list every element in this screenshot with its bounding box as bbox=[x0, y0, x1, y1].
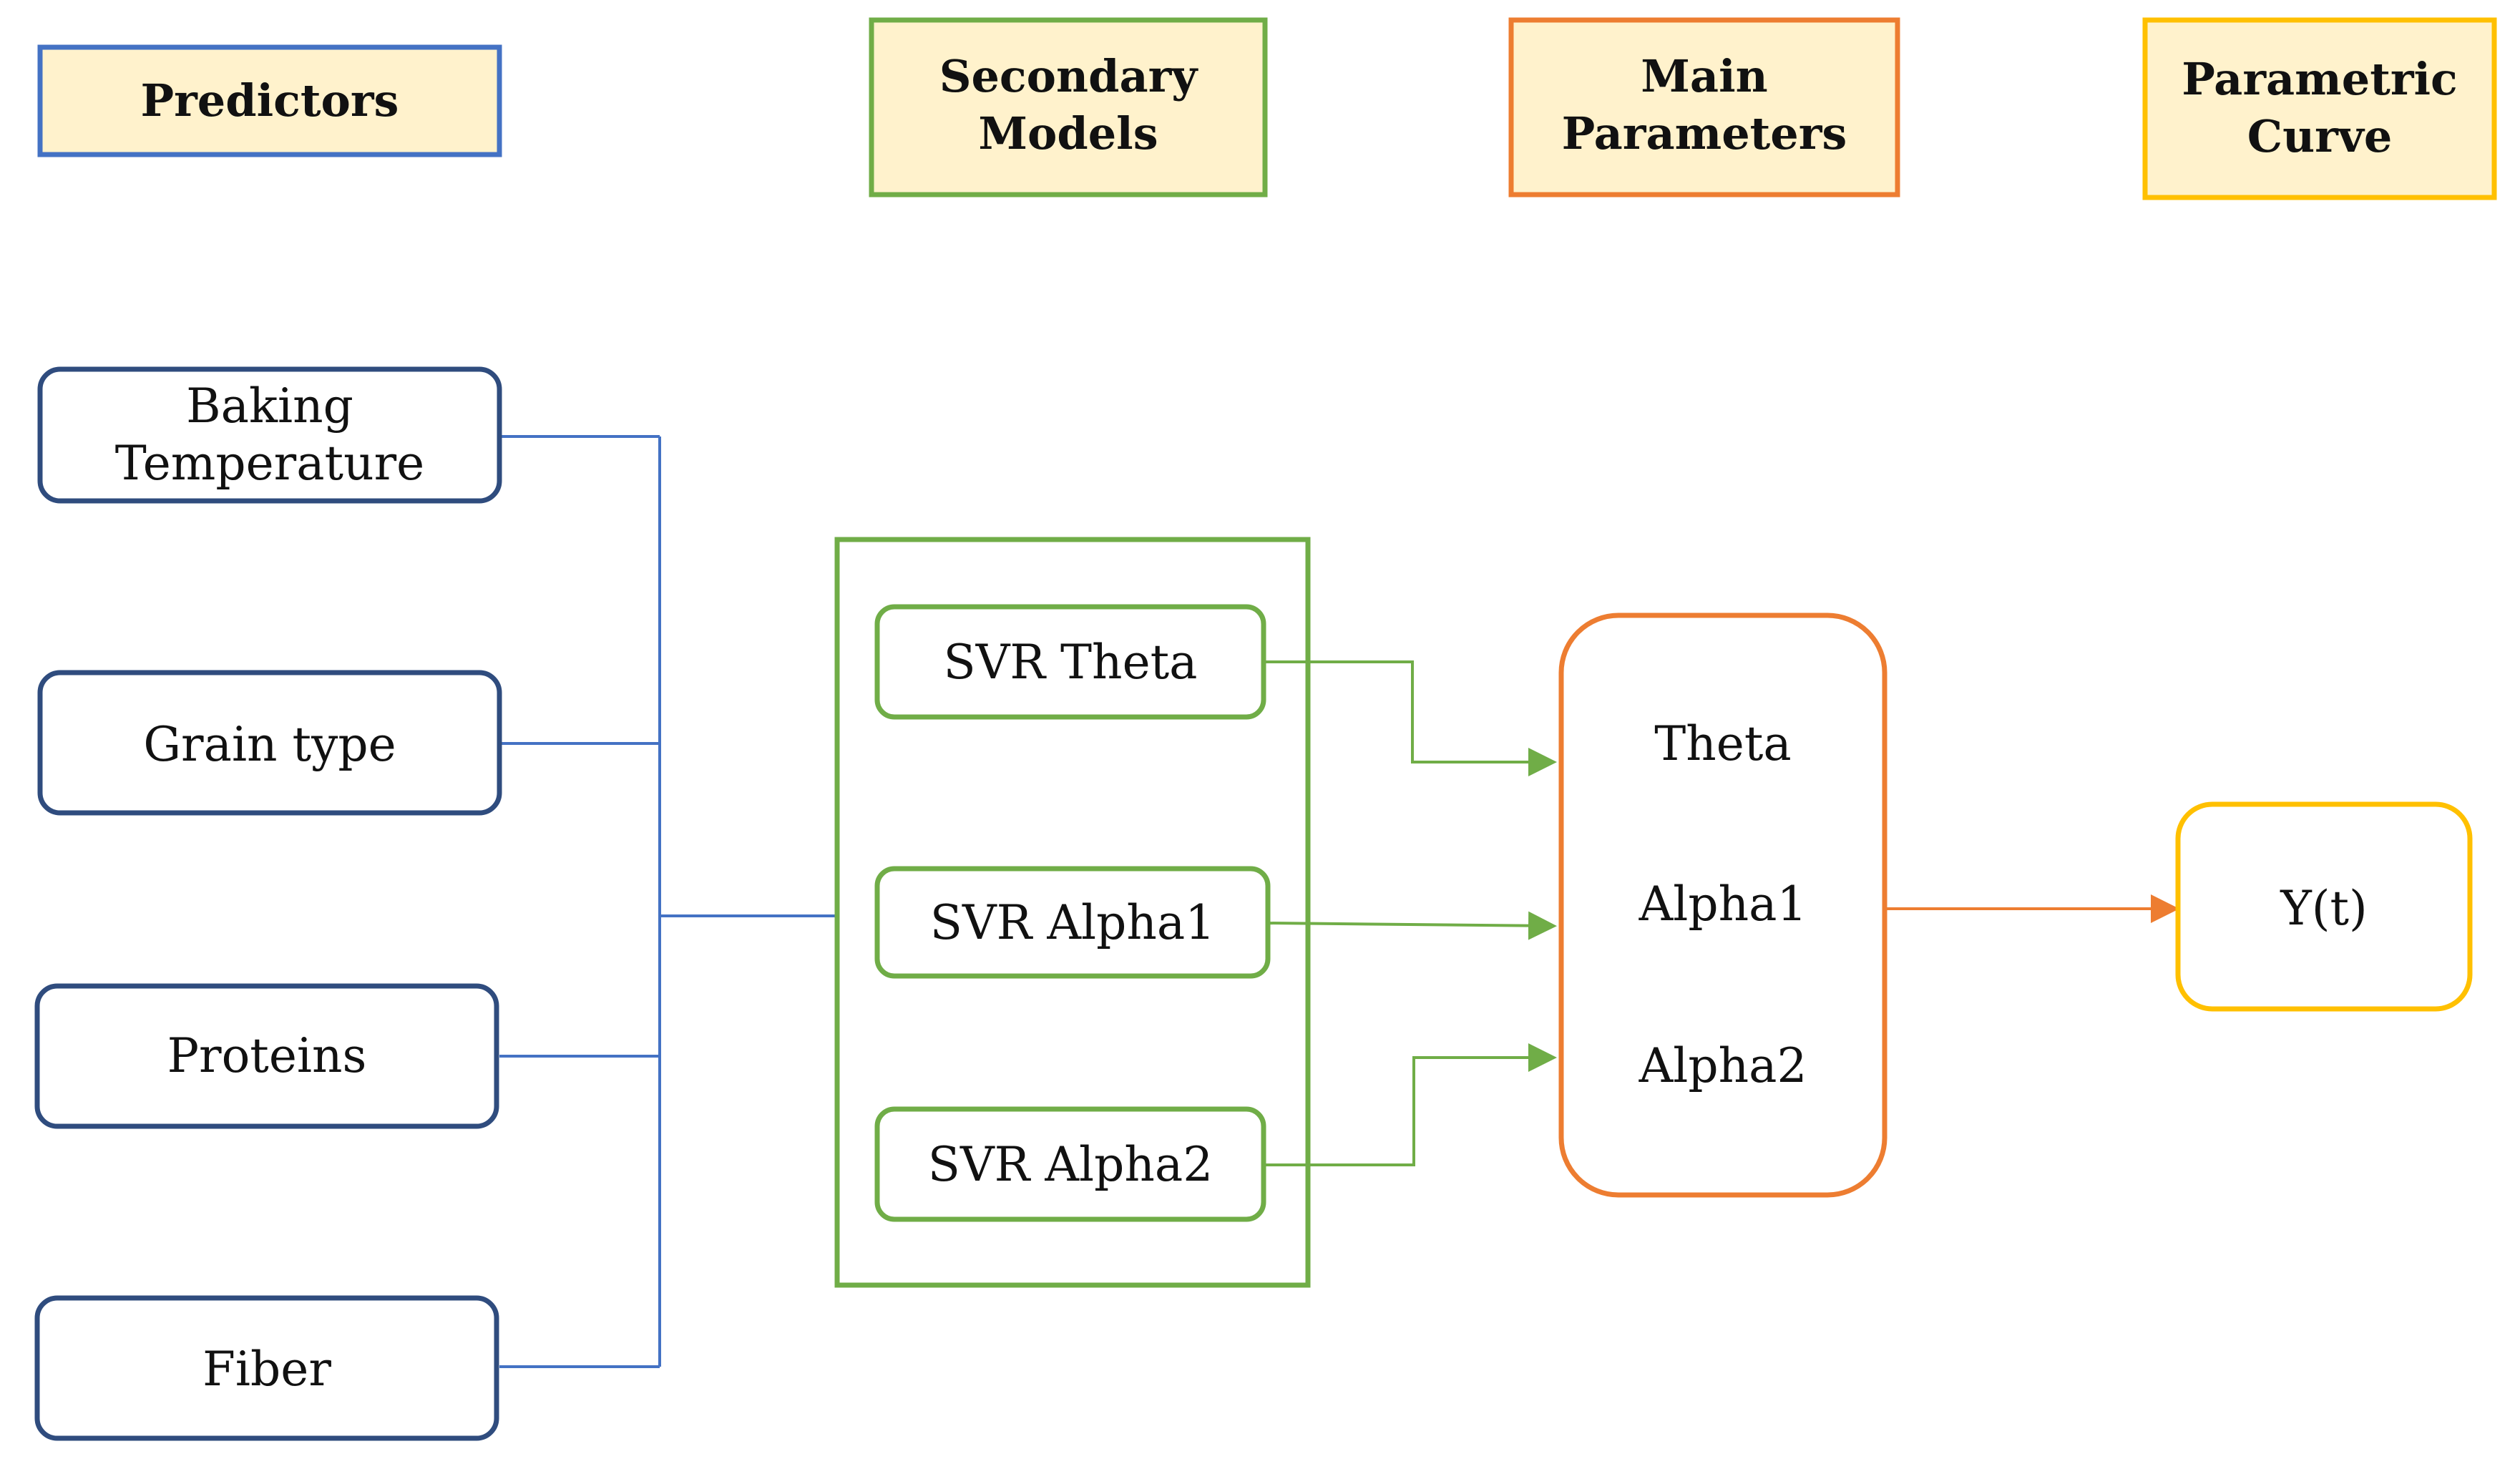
grain-type-label: Grain type bbox=[143, 717, 396, 772]
secondary-models-container bbox=[834, 537, 1311, 1288]
predictor-connectors bbox=[499, 435, 837, 1368]
model-svr-alpha2: SVR Alpha2 bbox=[874, 1106, 1266, 1222]
svr-alpha2-label: SVR Alpha2 bbox=[928, 1137, 1213, 1192]
header-curve-line1: Parametric bbox=[2182, 53, 2458, 105]
predictor-grain-type: Grain type bbox=[37, 670, 502, 816]
arrow-alpha2 bbox=[1264, 1043, 1557, 1166]
header-secondary-line2: Models bbox=[978, 107, 1158, 160]
parameter-theta-label: Theta bbox=[1654, 716, 1791, 771]
header-main-parameters: Main Parameters bbox=[1508, 17, 1900, 197]
arrow-theta bbox=[1264, 660, 1557, 776]
fiber-label: Fiber bbox=[202, 1342, 331, 1397]
parameter-alpha2-label: Alpha2 bbox=[1639, 1038, 1807, 1093]
model-svr-theta: SVR Theta bbox=[874, 604, 1266, 720]
svr-theta-label: SVR Theta bbox=[943, 635, 1197, 690]
header-main-line1: Main bbox=[1641, 50, 1767, 102]
main-parameters-box: Theta Alpha1 Alpha2 bbox=[1558, 613, 1887, 1198]
baking-label-line1: Baking bbox=[186, 379, 353, 434]
output-yt-box: Y(t) bbox=[2175, 801, 2473, 1012]
header-curve-line2: Curve bbox=[2247, 110, 2393, 162]
svr-alpha1-label: SVR Alpha1 bbox=[930, 895, 1215, 950]
parameter-alpha1-label: Alpha1 bbox=[1639, 877, 1807, 932]
header-predictors: Predictors bbox=[37, 44, 502, 157]
model-svr-alpha1: SVR Alpha1 bbox=[874, 866, 1271, 979]
header-predictors-label: Predictors bbox=[141, 74, 399, 127]
baking-label-line2: Temperature bbox=[115, 436, 424, 491]
predictor-proteins: Proteins bbox=[34, 983, 499, 1129]
predictor-baking-temperature: Baking Temperature bbox=[37, 366, 502, 504]
header-secondary-models: Secondary Models bbox=[869, 17, 1268, 197]
proteins-label: Proteins bbox=[167, 1028, 367, 1083]
predictor-fiber: Fiber bbox=[34, 1295, 499, 1441]
arrow-alpha1 bbox=[1267, 911, 1557, 940]
header-secondary-line1: Secondary bbox=[939, 50, 1199, 102]
header-parametric-curve: Parametric Curve bbox=[2142, 17, 2497, 200]
header-main-line2: Parameters bbox=[1562, 107, 1847, 160]
output-yt-label: Y(t) bbox=[2280, 881, 2368, 936]
